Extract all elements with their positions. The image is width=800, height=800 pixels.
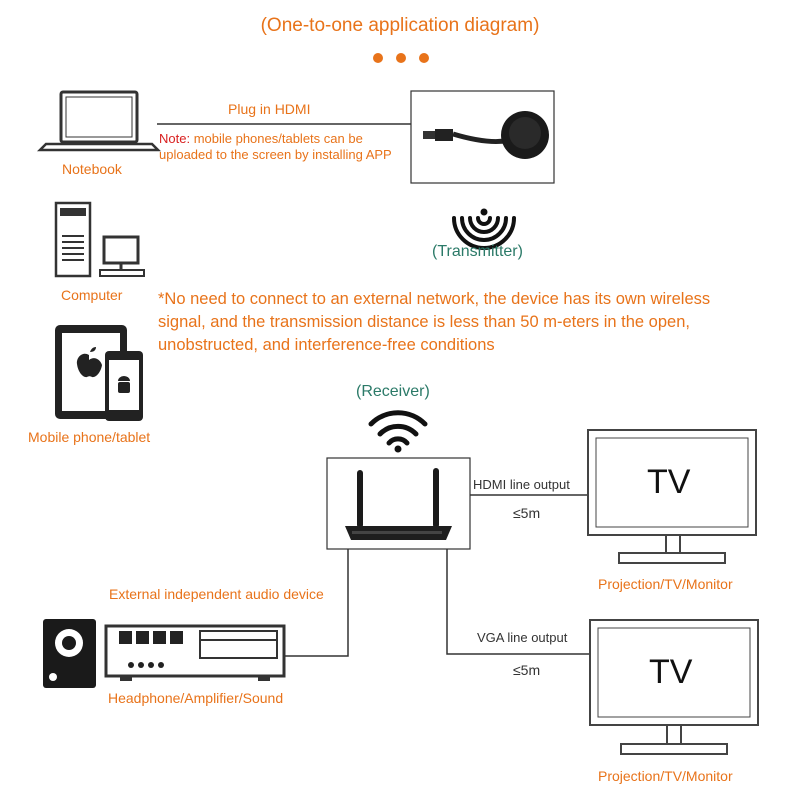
receiver-label: (Receiver) xyxy=(356,383,430,400)
note-body: mobile phones/tablets can be uploaded to… xyxy=(159,131,392,162)
notebook-label: Notebook xyxy=(62,161,122,177)
computer-icon xyxy=(54,201,145,278)
vga-distance-label: ≤5m xyxy=(513,662,541,678)
speaker-icon xyxy=(43,619,96,688)
tv-text-2: TV xyxy=(649,653,693,691)
audio-caption-label: Headphone/Amplifier/Sound xyxy=(108,690,284,706)
amplifier-icon xyxy=(104,624,286,681)
vga-output-line xyxy=(446,549,590,655)
tv-monitor-1 xyxy=(587,429,757,564)
transmitter-signal-icon xyxy=(452,208,516,250)
tv-text-1: TV xyxy=(647,463,691,501)
computer-label: Computer xyxy=(61,287,123,303)
vga-output-label: VGA line output xyxy=(477,630,568,645)
hdmi-distance-label: ≤5m xyxy=(513,505,541,521)
mobile-tablet-icon xyxy=(55,325,143,421)
mobile-label: Mobile phone/tablet xyxy=(28,429,151,445)
audio-output-line xyxy=(284,549,349,657)
audio-device-label: External independent audio device xyxy=(109,586,324,602)
receiver-device xyxy=(326,457,471,550)
plug-in-hdmi-label: Plug in HDMI xyxy=(228,101,311,117)
hdmi-output-label: HDMI line output xyxy=(473,477,570,492)
network-note: *No need to connect to an external netwo… xyxy=(158,290,711,354)
monitor-caption-2: Projection/TV/Monitor xyxy=(598,768,733,784)
note-prefix: Note: xyxy=(159,131,191,146)
receiver-wifi-icon xyxy=(368,410,428,453)
notebook-icon xyxy=(36,90,162,152)
ellipsis-dots xyxy=(373,53,429,63)
diagram-title: (One-to-one application diagram) xyxy=(260,15,540,36)
transmitter-device xyxy=(410,90,555,184)
app-note: Note: mobile phones/tablets can be uploa… xyxy=(159,131,404,163)
transmitter-label: (Transmitter) xyxy=(432,243,523,260)
monitor-caption-1: Projection/TV/Monitor xyxy=(598,576,733,592)
tv-monitor-2 xyxy=(589,619,759,755)
